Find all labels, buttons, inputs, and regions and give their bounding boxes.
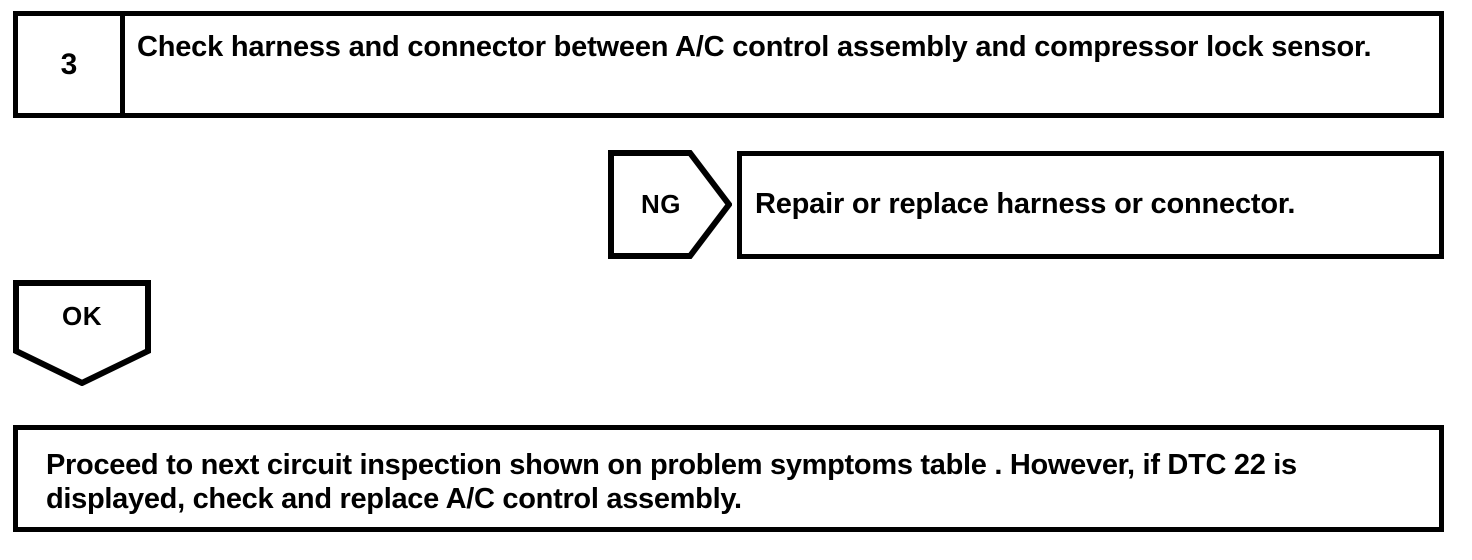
ng-branch-arrow <box>608 150 732 259</box>
ok-branch-arrow <box>13 280 151 386</box>
outcome-line-2: displayed, check and replace A/C control… <box>46 483 742 516</box>
outcome-box: Proceed to next circuit inspection shown… <box>13 425 1444 532</box>
outcome-line-1: Proceed to next circuit inspection shown… <box>46 449 1297 481</box>
step-row: 3 Check harness and connector between A/… <box>13 11 1444 118</box>
ng-result-box: Repair or replace harness or connector. <box>737 151 1444 259</box>
ng-branch-label: NG <box>641 189 681 219</box>
step-number: 3 <box>60 47 78 81</box>
outcome-text: Proceed to next circuit inspection shown… <box>46 448 1297 516</box>
step-number-cell: 3 <box>18 16 125 113</box>
ok-branch-label: OK <box>62 300 102 331</box>
step-instruction-cell: Check harness and connector between A/C … <box>125 16 1439 113</box>
step-instruction-text: Check harness and connector between A/C … <box>137 31 1372 63</box>
ng-result-text: Repair or replace harness or connector. <box>755 188 1296 221</box>
